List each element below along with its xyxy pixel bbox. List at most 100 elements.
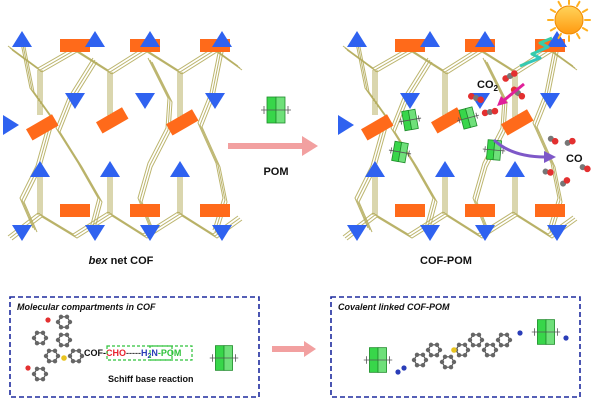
- pom-bond: [398, 117, 422, 123]
- covalent-cof-pom-molecule: [363, 319, 569, 375]
- oxygen-atom: [481, 109, 489, 117]
- co-molecules: [542, 135, 591, 187]
- framework-strand: [7, 211, 239, 237]
- atom: [25, 365, 31, 371]
- pom-bond: [484, 146, 486, 153]
- atom: [428, 342, 434, 348]
- blue-node: [85, 31, 105, 47]
- pom-bond: [457, 114, 479, 122]
- co-molecule: [579, 164, 591, 173]
- framework-strand: [346, 215, 578, 241]
- co-label: CO: [566, 153, 583, 165]
- atom: [451, 359, 457, 365]
- co2-molecule: [468, 92, 484, 104]
- atom: [55, 319, 61, 325]
- blue-node: [400, 93, 420, 109]
- blue-node: [140, 225, 160, 241]
- oxygen-atom: [569, 137, 576, 145]
- atom: [43, 353, 49, 359]
- atom: [420, 362, 426, 368]
- atom: [448, 354, 454, 360]
- blue-node: [85, 225, 105, 241]
- atom: [493, 347, 499, 353]
- panel-right-title: Covalent linked COF-POM: [338, 302, 450, 312]
- sun-ray: [549, 8, 557, 13]
- orange-linker: [60, 204, 90, 217]
- pom-bond: [400, 118, 403, 125]
- pom-bond: [482, 148, 506, 152]
- blue-node: [347, 31, 367, 47]
- atom: [67, 353, 73, 359]
- atom: [490, 352, 496, 358]
- co-release-arrow: [492, 138, 556, 163]
- co2-molecule: [481, 107, 499, 117]
- atom: [64, 342, 70, 348]
- blue-node: [12, 31, 32, 47]
- h2n-dashed-box: [149, 345, 193, 361]
- atom: [64, 324, 70, 330]
- molecular-compartments-panel: Molecular compartments in COF COF-CHO---…: [9, 296, 260, 398]
- atom: [504, 342, 510, 348]
- oxygen-atom: [491, 107, 499, 115]
- framework-strand: [346, 49, 578, 75]
- atom: [420, 352, 426, 358]
- blue-node: [420, 225, 440, 241]
- blue-node: [435, 161, 455, 177]
- orange-linker: [465, 204, 495, 217]
- blue-node: [140, 31, 160, 47]
- atom: [40, 340, 46, 346]
- atom: [442, 354, 448, 360]
- atom: [476, 332, 482, 338]
- blue-node: [212, 225, 232, 241]
- blue-node: [65, 93, 85, 109]
- orange-linker: [431, 107, 464, 134]
- blue-node: [135, 93, 155, 109]
- co2-label: CO2: [477, 79, 499, 93]
- pom-insertion-arrow: [228, 136, 318, 156]
- framework-strand: [197, 42, 224, 231]
- framework-strand: [137, 57, 169, 229]
- atom: [437, 347, 443, 353]
- atom: [414, 352, 420, 358]
- orange-linker: [130, 204, 160, 217]
- atom: [40, 376, 46, 382]
- blue-node: [205, 93, 225, 109]
- framework-strand: [23, 41, 55, 233]
- covalent-linked-panel: Covalent linked COF-POM: [330, 296, 581, 398]
- orange-linker: [60, 39, 90, 52]
- pom-bond: [407, 150, 410, 157]
- atom: [34, 366, 40, 372]
- atom: [70, 348, 76, 354]
- pom-cluster: [482, 139, 506, 161]
- panel-left-title: Molecular compartments in COF: [17, 302, 156, 312]
- atom: [55, 353, 61, 359]
- right-net-caption: COF-POM: [420, 255, 472, 267]
- sun-ray: [557, 0, 562, 8]
- atom: [462, 342, 468, 348]
- atom: [462, 352, 468, 358]
- atom: [442, 364, 448, 370]
- encapsulated-pom-clusters: [388, 106, 506, 164]
- atom: [64, 314, 70, 320]
- oxygen-atom: [468, 92, 475, 100]
- atom: [43, 371, 49, 377]
- blue-node: [100, 161, 120, 177]
- framework-strand: [358, 41, 390, 233]
- blue-node: [505, 161, 525, 177]
- atom: [76, 358, 82, 364]
- co2-molecule: [502, 70, 518, 82]
- oxygen-atom: [511, 70, 518, 77]
- framework-strand: [9, 213, 241, 239]
- orange-linker: [26, 114, 59, 141]
- atom: [498, 342, 504, 348]
- sun-icon: [547, 0, 591, 42]
- atom: [507, 337, 513, 343]
- atom: [31, 371, 37, 377]
- atom: [58, 342, 64, 348]
- atom: [58, 314, 64, 320]
- atom: [76, 348, 82, 354]
- atom: [481, 347, 487, 353]
- atom: [448, 364, 454, 370]
- pom-cluster: [457, 106, 479, 130]
- atom: [67, 337, 73, 343]
